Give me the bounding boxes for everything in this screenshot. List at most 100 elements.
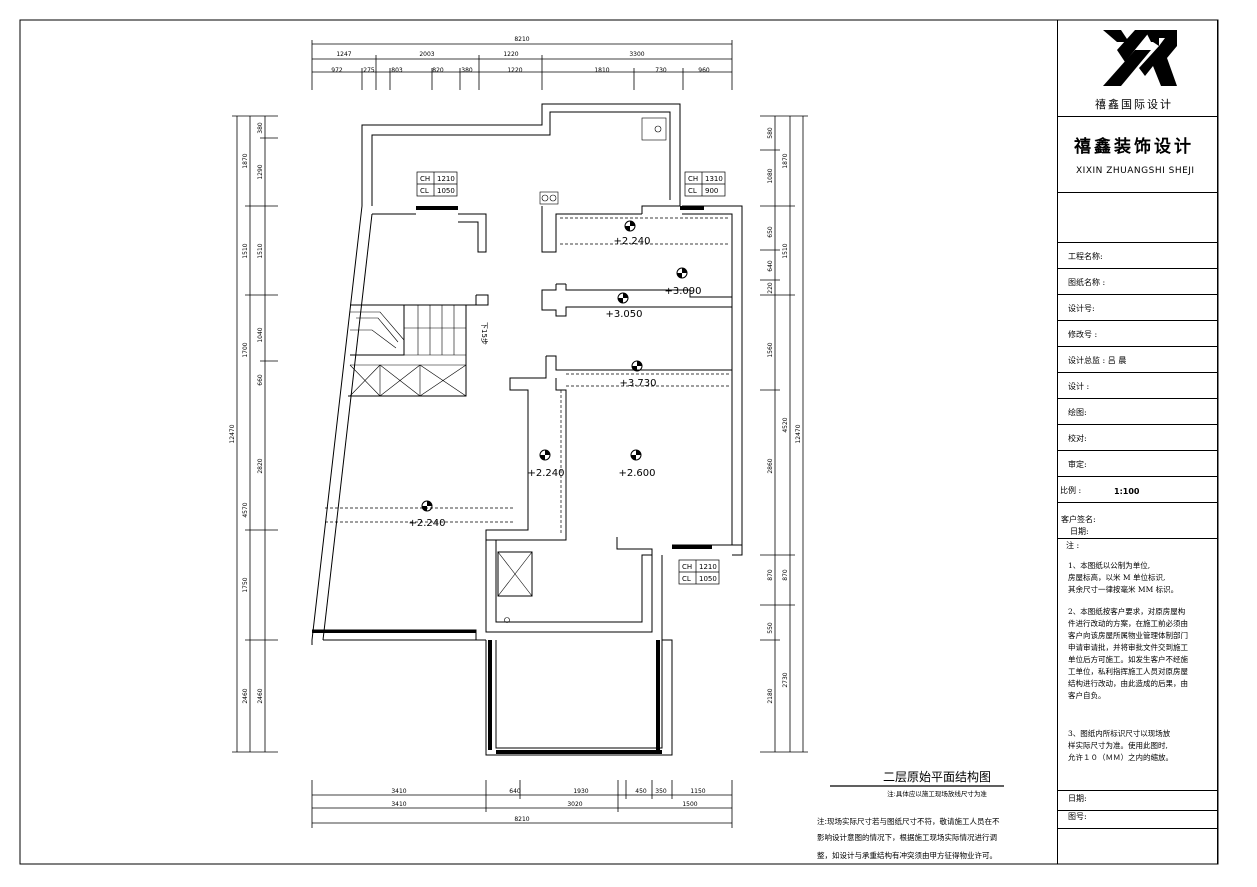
director-row: 设计总监 : 吕 晨 <box>1058 346 1218 373</box>
window-cl-value: 1050 <box>437 187 455 195</box>
dim-label: 870 <box>782 569 789 581</box>
window-ch-value: 1310 <box>705 175 723 183</box>
sheet-border <box>19 19 1219 865</box>
dim-label: 660 <box>257 374 264 386</box>
dim-label: 4520 <box>782 417 789 432</box>
level-labels: +2.240 +3.090 +3.050 +3.730 +2.240 +2.60… <box>408 236 701 529</box>
client-sign-label: 客户签名: <box>1061 515 1096 524</box>
dim-label: 275 <box>363 67 375 74</box>
level-label: +3.730 <box>619 378 656 389</box>
blank-area <box>1058 192 1218 243</box>
dim-label: 2820 <box>257 458 264 473</box>
sheet-no-row: 图号: <box>1058 810 1218 829</box>
dim-label: 1750 <box>242 577 249 592</box>
level-marker-icon <box>617 292 629 304</box>
dim-label: 2860 <box>767 458 774 473</box>
note-line: 样实际尺寸为准。使用此图时, <box>1068 741 1168 750</box>
dim-label: 450 <box>635 788 647 795</box>
level-marker-icon <box>539 449 551 461</box>
footnote-line: 影响设计意图的情况下，根据施工现场实际情况进行调 <box>817 832 997 842</box>
dimension-lines <box>232 40 808 828</box>
dim-label: 1870 <box>242 153 249 168</box>
level-label: +2.600 <box>618 468 655 479</box>
bottom-dimension-labels: 3410 640 1930 450 350 1150 3410 3020 150… <box>391 788 705 823</box>
note-2: 2、本图纸按客户要求，对原房屋构 件进行改动的方案，在施工前必须由 客户向该房屋… <box>1068 606 1188 702</box>
dim-label: 730 <box>655 67 667 74</box>
checker-row: 校对: <box>1058 424 1218 451</box>
dim-label: 3300 <box>629 51 644 58</box>
drawing-subtitle: 注:具体应以施工现场放线尺寸为准 <box>887 789 987 798</box>
dim-label: 820 <box>432 67 444 74</box>
title-block: 禧鑫国际设计 禧鑫装饰设计 XIXIN ZHUANGSHI SHEJI 工程名称… <box>1057 20 1218 864</box>
company-area: 禧鑫装饰设计 XIXIN ZHUANGSHI SHEJI <box>1058 116 1218 193</box>
dim-label: 380 <box>461 67 473 74</box>
dim-label: 1510 <box>242 243 249 258</box>
dim-label: 960 <box>698 67 710 74</box>
note-line: 2、本图纸按客户要求，对原房屋构 <box>1068 607 1186 616</box>
note-3: 3、图纸内所标识尺寸以现场放 样实际尺寸为准。使用此图时, 允许１０（ＭＭ）之内… <box>1068 728 1173 764</box>
dim-label: 550 <box>767 622 774 634</box>
stair-label: 下15步 <box>480 322 488 345</box>
client-sign-area: 客户签名: 日期: <box>1058 502 1218 539</box>
footnote-line: 整，如设计与承重结构有冲突须由甲方征得物业许可。 <box>817 850 997 860</box>
staircase <box>349 305 533 597</box>
designer-row: 设计 : <box>1058 372 1218 399</box>
dim-label: 1220 <box>507 67 522 74</box>
dim-label: 4570 <box>242 502 249 517</box>
level-marker-icon <box>624 220 636 232</box>
level-marker-icon <box>630 449 642 461</box>
note-line: 申请审请批，并将审批文件交到施工 <box>1068 643 1188 652</box>
drawing-name-label: 图纸名称 : <box>1068 278 1106 287</box>
dim-label: 350 <box>655 788 667 795</box>
fixtures <box>504 117 667 623</box>
dim-label: 1150 <box>690 788 705 795</box>
dim-label: 1290 <box>257 164 264 179</box>
footnote-line: 注:现场实际尺寸若与图纸尺寸不符，敬请施工人员在不 <box>817 816 1000 826</box>
window-ch-value: 1210 <box>437 175 455 183</box>
level-label: +2.240 <box>408 518 445 529</box>
walls <box>311 103 743 756</box>
project-name-row: 工程名称: <box>1058 242 1218 269</box>
window-ch-value: 1210 <box>699 563 717 571</box>
window-cl-label: CL <box>420 187 429 195</box>
notes-label: 注 : <box>1066 541 1080 550</box>
dim-label: 2460 <box>242 688 249 703</box>
level-marker-icon <box>676 267 688 279</box>
dim-label: 3020 <box>567 801 582 808</box>
note-line: 房屋标高，以米 M 单位标识, <box>1068 573 1166 582</box>
dim-label: 1810 <box>594 67 609 74</box>
client-date-label: 日期: <box>1070 527 1089 536</box>
dim-label: 1930 <box>573 788 588 795</box>
note-line: 3、图纸内所标识尺寸以现场放 <box>1068 729 1171 738</box>
window-tag: CH 1310 CL 900 <box>684 171 726 197</box>
approver-label: 审定: <box>1068 460 1087 469</box>
level-label: +3.090 <box>664 286 701 297</box>
level-label: +2.240 <box>527 468 564 479</box>
dim-label: 8210 <box>514 816 529 823</box>
window-ch-label: CH <box>682 563 692 571</box>
level-marker-icon <box>631 360 643 372</box>
dim-label: 1870 <box>782 153 789 168</box>
design-no-row: 设计号: <box>1058 294 1218 321</box>
dim-label: 12470 <box>229 424 236 443</box>
dim-label: 220 <box>767 282 774 294</box>
drafter-row: 绘图: <box>1058 398 1218 425</box>
company-logo-icon <box>1103 30 1177 86</box>
dim-label: 870 <box>767 569 774 581</box>
date-row: 日期: <box>1058 790 1218 811</box>
dim-label: 1560 <box>767 342 774 357</box>
window-bars <box>312 206 712 754</box>
note-line: 单位后方可施工。如发生客户不经施 <box>1068 655 1188 664</box>
drawing-title: 二层原始平面结构图 <box>883 769 991 784</box>
scale-value: 1:100 <box>1114 487 1140 496</box>
notes-area: 注 : 1、本图纸以公制为单位, 房屋标高，以米 M 单位标识, 其余尺寸一律按… <box>1058 538 1218 791</box>
dim-label: 8210 <box>514 36 529 43</box>
dim-label: 380 <box>257 122 264 134</box>
left-dimension-labels: 1870 1510 1700 12470 4570 1750 2460 380 … <box>229 122 264 704</box>
window-tag: CH 1210 CL 1050 <box>678 559 720 585</box>
note-line: 件进行改动的方案，在施工前必须由 <box>1068 619 1188 628</box>
scale-row: 比例 : 1:100 <box>1058 476 1218 503</box>
dim-label: 1080 <box>767 168 774 183</box>
note-line: 客户向该房屋所属物业管理体制部门 <box>1068 631 1188 640</box>
logo-area: 禧鑫国际设计 <box>1058 20 1218 117</box>
